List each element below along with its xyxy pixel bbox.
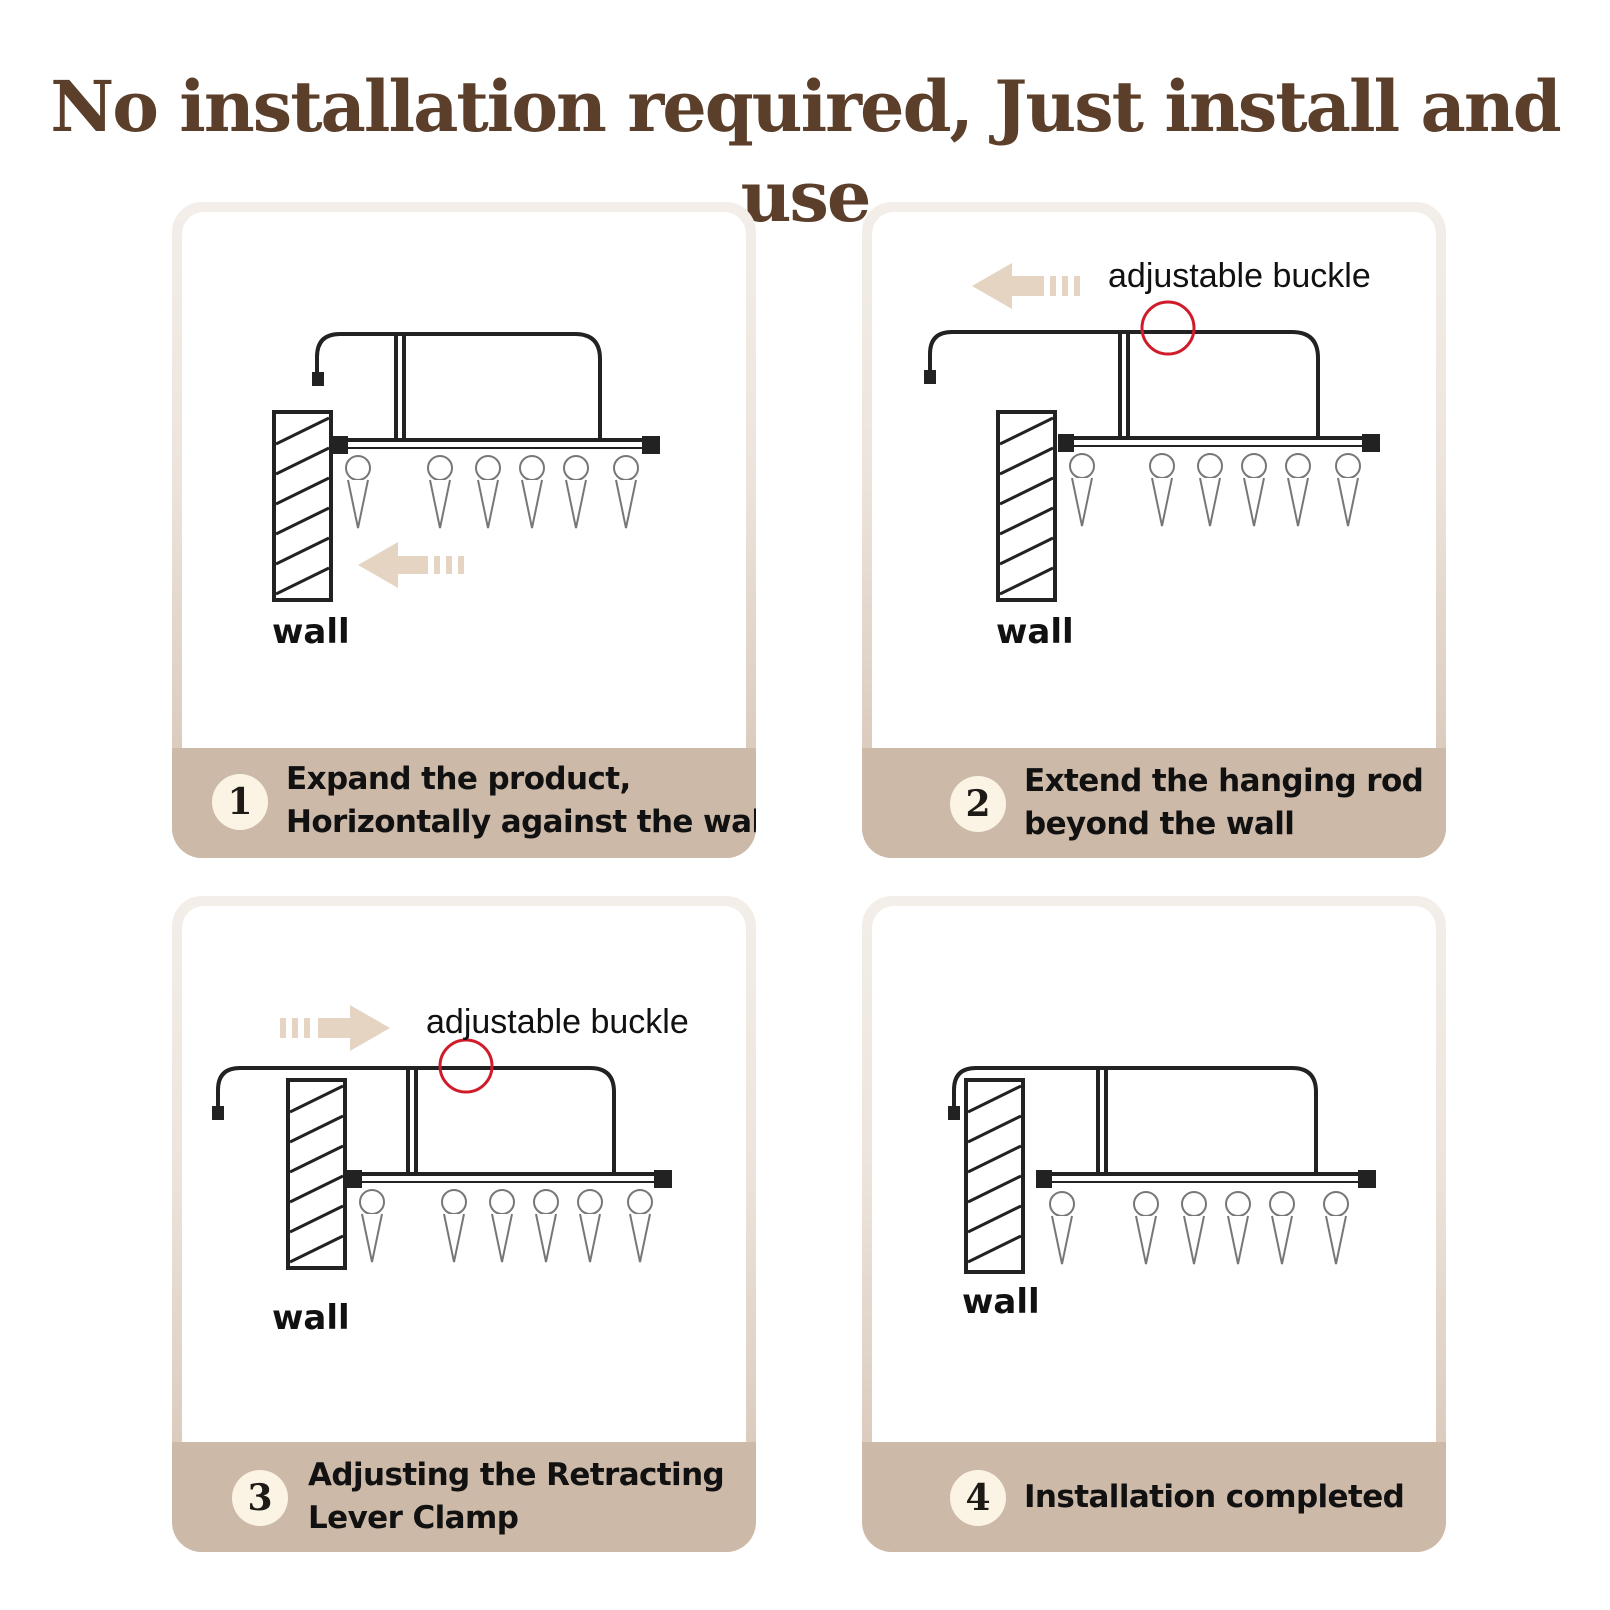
clothes-pegs (1069, 453, 1361, 527)
step-4-diagram (948, 1066, 1376, 1274)
caption-line-1: Installation completed (1024, 1479, 1405, 1515)
clothes-pegs (359, 1189, 653, 1263)
rod-end-cap (1036, 1170, 1052, 1188)
arrow-right-icon (280, 1005, 390, 1051)
hanger-rack (216, 1066, 672, 1183)
step-3-diagram (212, 1005, 672, 1270)
rod-end-cap (346, 1170, 362, 1188)
wall-label: wall (272, 1298, 350, 1338)
wall-block (286, 1078, 347, 1270)
caption-line-2: Horizontally against the wall (286, 804, 756, 840)
buckle-highlight-circle (1140, 300, 1196, 356)
step-1-text: Expand the product, Horizontally against… (286, 758, 756, 844)
step-2-caption: 2 Extend the hanging rod beyond the wall (862, 748, 1446, 858)
rod-end-cap (924, 370, 936, 384)
arrow-left-icon (972, 263, 1080, 309)
step-3-illustration: adjustable buckle wall (182, 906, 746, 1442)
rod-end-cap (1362, 434, 1380, 452)
step-3-caption: 3 Adjusting the Retracting Lever Clamp (172, 1442, 756, 1552)
arrow-left-icon (358, 542, 464, 588)
clothes-pegs (1049, 1191, 1349, 1265)
rod-end-cap (642, 436, 660, 454)
step-card-1: wall 1 Expand the product, Horizontally … (172, 202, 756, 858)
rod-end-cap (312, 372, 324, 386)
step-card-4: wall 4 Installation completed (862, 896, 1446, 1552)
buckle-callout: adjustable buckle (1108, 257, 1371, 295)
step-1-illustration: wall (182, 212, 746, 748)
step-1-diagram (272, 332, 660, 602)
buckle-callout: adjustable buckle (426, 1003, 689, 1041)
rod-end-cap (212, 1106, 224, 1120)
rod-end-cap (948, 1106, 960, 1120)
step-number-badge: 2 (950, 776, 1006, 832)
page-title: No installation required, Just install a… (50, 65, 1561, 238)
caption-line-2: Lever Clamp (308, 1500, 519, 1536)
caption-line-1: Expand the product, (286, 761, 631, 797)
wall-block (272, 410, 333, 602)
wall-label: wall (996, 612, 1074, 652)
rod-end-cap (1058, 434, 1074, 452)
step-4-illustration: wall (872, 906, 1436, 1442)
hanger-rack (315, 332, 660, 449)
step-2-text: Extend the hanging rod beyond the wall (1024, 760, 1424, 846)
caption-line-1: Extend the hanging rod (1024, 763, 1424, 799)
wall-label: wall (272, 612, 350, 652)
hanger-rack (928, 330, 1380, 447)
step-card-3: adjustable buckle wall 3 Adjusting the R… (172, 896, 756, 1552)
caption-line-2: beyond the wall (1024, 806, 1295, 842)
wall-block (996, 410, 1057, 602)
rod-end-cap (1358, 1170, 1376, 1188)
step-number-badge: 1 (212, 774, 268, 830)
step-4-caption: 4 Installation completed (862, 1442, 1446, 1552)
step-3-text: Adjusting the Retracting Lever Clamp (308, 1454, 725, 1540)
step-card-2: adjustable buckle wall 2 Extend the hang… (862, 202, 1446, 858)
hanger-rack (952, 1066, 1376, 1183)
step-2-illustration: adjustable buckle wall (872, 212, 1436, 748)
rod-end-cap (654, 1170, 672, 1188)
wall-label: wall (962, 1282, 1040, 1322)
step-number-badge: 3 (232, 1470, 288, 1526)
caption-line-1: Adjusting the Retracting (308, 1457, 725, 1493)
step-2-diagram (924, 263, 1380, 602)
buckle-highlight-circle (438, 1038, 494, 1094)
step-1-caption: 1 Expand the product, Horizontally again… (172, 748, 756, 858)
rod-end-cap (332, 436, 348, 454)
step-number-badge: 4 (950, 1470, 1006, 1526)
step-4-text: Installation completed (1024, 1476, 1405, 1519)
wall-block (964, 1078, 1025, 1274)
clothes-pegs (345, 455, 639, 529)
